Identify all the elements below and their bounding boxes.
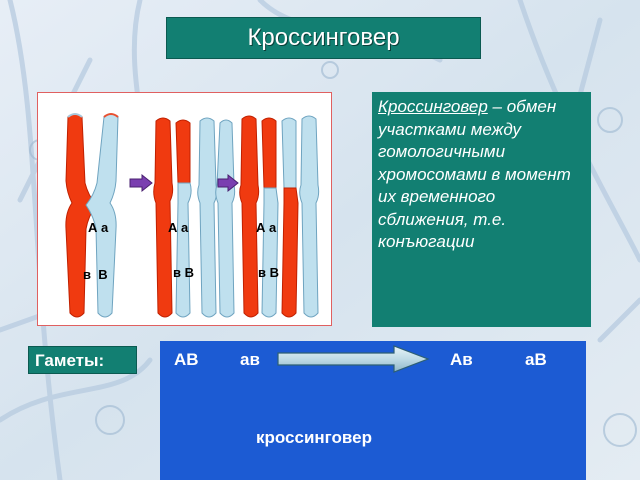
- crossing-over-label: кроссинговер: [256, 428, 372, 447]
- chromosome-blue: [281, 117, 297, 189]
- arrow-icon: [129, 173, 153, 193]
- definition-text: – обмен участками между гомологичными хр…: [378, 97, 571, 251]
- chromosome-red-segment: [175, 119, 191, 184]
- gamete-1: АВ: [174, 350, 199, 369]
- gene-label: в В: [258, 265, 279, 280]
- gamete-3: Ав: [450, 350, 473, 369]
- chromosome-red: [153, 117, 174, 318]
- definition-term: Кроссинговер: [378, 97, 488, 116]
- chromosome-pair-3: [239, 115, 320, 318]
- slide-title: Кроссинговер: [166, 17, 481, 59]
- right-arrow-icon: [277, 345, 430, 373]
- chromosome-diagram: А а А а А а в В в В в В: [37, 92, 332, 326]
- chromosome-red: [261, 117, 277, 189]
- chromosome-blue: [85, 113, 119, 318]
- gametes-label: Гаметы:: [28, 346, 137, 374]
- chromosome-blue: [197, 117, 218, 318]
- gene-label: А а: [256, 220, 277, 235]
- gene-label: в В: [83, 267, 108, 282]
- arrow-icon: [217, 173, 239, 193]
- gamete-4: аВ: [525, 350, 547, 369]
- chromosome-pair-2: [153, 117, 236, 318]
- gene-label: А а: [88, 220, 109, 235]
- definition-box: Кроссинговер – обмен участками между гом…: [372, 92, 591, 327]
- gamete-2: ав: [240, 350, 260, 369]
- chromosome-red: [65, 113, 97, 318]
- chromosome-blue: [299, 115, 320, 318]
- chromosome-drawing: [65, 113, 320, 318]
- chromosome-pair-1: [65, 113, 119, 318]
- chromosome-red: [239, 115, 260, 318]
- gene-label: А а: [168, 220, 189, 235]
- gene-label: в В: [173, 265, 194, 280]
- chromosome-blue: [175, 182, 192, 318]
- chromosome-red: [281, 187, 299, 318]
- chromosome-blue: [261, 187, 279, 318]
